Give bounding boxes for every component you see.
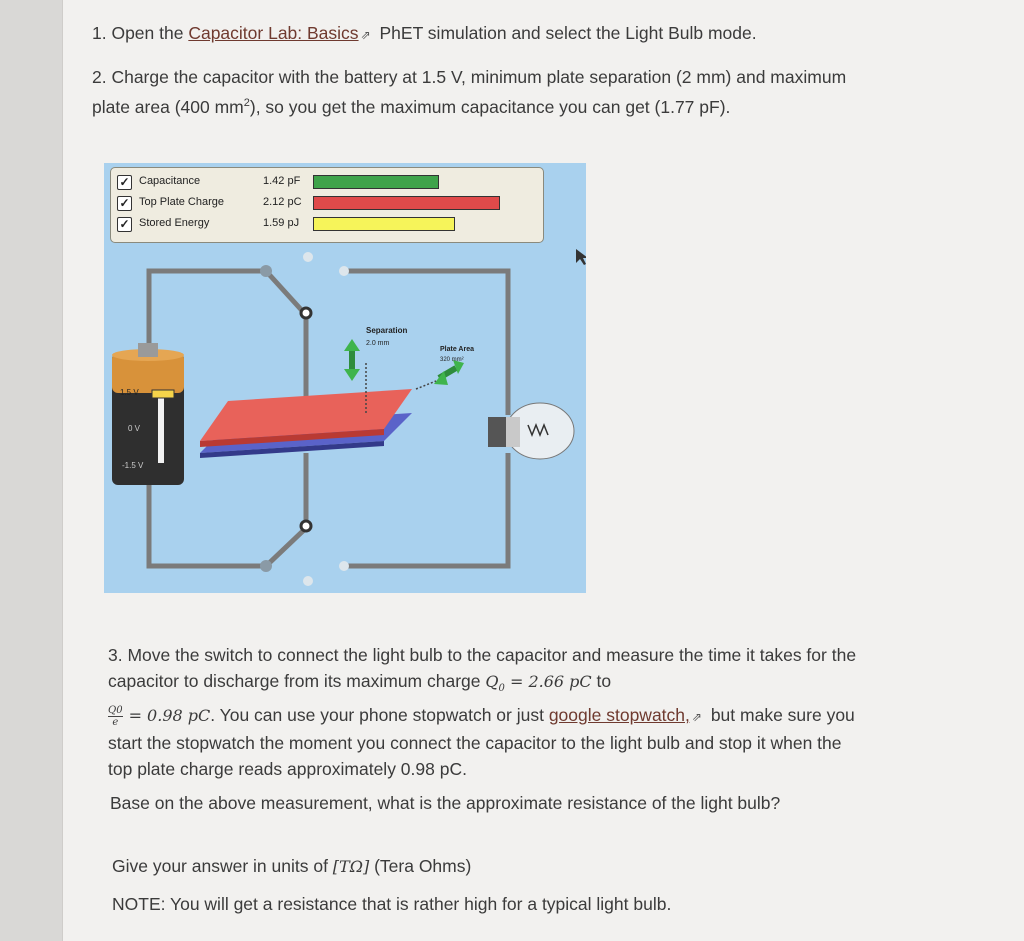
external-link-icon: ⇗	[691, 710, 702, 725]
separation-value: 2.0 mm	[366, 340, 390, 347]
battery-slider	[151, 389, 175, 399]
separation-arrow-icon	[344, 339, 367, 413]
math-unit1: pC	[569, 672, 592, 691]
meter-row-top-plate-charge: ✓ Top Plate Charge 2.12 pC	[117, 195, 537, 213]
meter-value: 1.42 pF	[263, 175, 301, 187]
capacitor-lab-link[interactable]: Capacitor Lab: Basics	[188, 23, 359, 43]
battery	[112, 343, 184, 485]
switch-handle-bottom	[260, 560, 272, 572]
question-3: 3. Move the switch to connect the light …	[108, 642, 868, 782]
meter-bar	[313, 196, 500, 210]
q3-to: to	[591, 671, 612, 691]
units-prefix: Give your answer in units of	[112, 856, 333, 876]
circuit-drawing: Separation 2.0 mm Plate Area 320 mm² 1.5…	[112, 249, 586, 586]
meter-value: 2.12 pC	[263, 196, 302, 208]
capacitor-plates	[200, 389, 412, 458]
q2-text: 2. Charge the capacitor with the battery…	[92, 67, 847, 117]
battery-mid-label: 0 V	[128, 424, 141, 433]
meter-label: Top Plate Charge	[139, 196, 224, 208]
switch-contact-top	[339, 266, 349, 276]
meter-bar	[313, 217, 455, 231]
switch-node-top	[299, 306, 313, 320]
switch-hint-top	[303, 252, 313, 262]
meter-panel: ✓ Capacitance 1.42 pF ✓ Top Plate Charge…	[110, 167, 544, 243]
circuit-wires	[146, 268, 511, 569]
math-q0: Q0	[485, 672, 505, 695]
question-2: 2. Charge the capacitor with the battery…	[92, 64, 872, 120]
units-suffix: (Tera Ohms)	[369, 856, 472, 876]
math-eq2: = 0.98	[128, 706, 188, 726]
math-unit2: pC	[187, 706, 211, 726]
meter-row-stored-energy: ✓ Stored Energy 1.59 pJ	[117, 216, 537, 234]
battery-bot-label: -1.5 V	[122, 461, 144, 470]
answer-units-note: Give your answer in units of [TΩ] (Tera …	[112, 853, 812, 880]
switch-handle-top	[260, 265, 272, 277]
separation-label: Separation	[366, 326, 407, 335]
switch-contact-bottom	[339, 561, 349, 571]
google-stopwatch-link[interactable]: google stopwatch,	[548, 705, 690, 726]
meter-bar	[313, 175, 439, 189]
q3-p3: but make sure you start the stopwatch th…	[108, 705, 855, 780]
switch-node-bottom	[299, 519, 313, 533]
q1-suffix: PhET simulation and select the Light Bul…	[374, 23, 757, 43]
question-1: 1. Open the Capacitor Lab: Basics⇗ PhET …	[92, 20, 912, 48]
light-bulb	[488, 402, 575, 460]
check-icon[interactable]: ✓	[117, 196, 132, 211]
check-icon[interactable]: ✓	[117, 217, 132, 232]
plate-area-arrow-icon	[415, 360, 464, 390]
meter-value: 1.59 pJ	[263, 217, 300, 229]
q3-p1: 3. Move the switch to connect the light …	[108, 645, 857, 691]
q2-text2: ), so you get the maximum capacitance yo…	[249, 96, 731, 117]
q3-p2: . You can use your phone stopwatch or ju…	[210, 705, 549, 726]
phet-simulation[interactable]: Separation 2.0 mm Plate Area 320 mm² 1.5…	[104, 163, 586, 593]
meter-label: Stored Energy	[139, 217, 210, 229]
q1-prefix: 1. Open the	[92, 23, 189, 43]
question-prompt: Base on the above measurement, what is t…	[110, 793, 781, 813]
switch-hint-bottom	[303, 576, 313, 586]
battery-top-label: 1.5 V	[120, 388, 139, 397]
q2-sup: 2	[243, 97, 250, 109]
units-tera-ohms: [TΩ]	[332, 857, 370, 876]
plate-area-value: 320 mm²	[440, 357, 464, 363]
math-eq1: = 2.66	[504, 672, 570, 691]
note-text: NOTE: You will get a resistance that is …	[112, 894, 672, 914]
mouse-cursor-icon	[576, 249, 586, 265]
plate-area-label: Plate Area	[440, 346, 474, 353]
external-link-icon: ⇗	[360, 28, 371, 42]
meter-row-capacitance: ✓ Capacitance 1.42 pF	[117, 174, 537, 192]
meter-label: Capacitance	[139, 175, 201, 187]
check-icon[interactable]: ✓	[117, 175, 132, 190]
